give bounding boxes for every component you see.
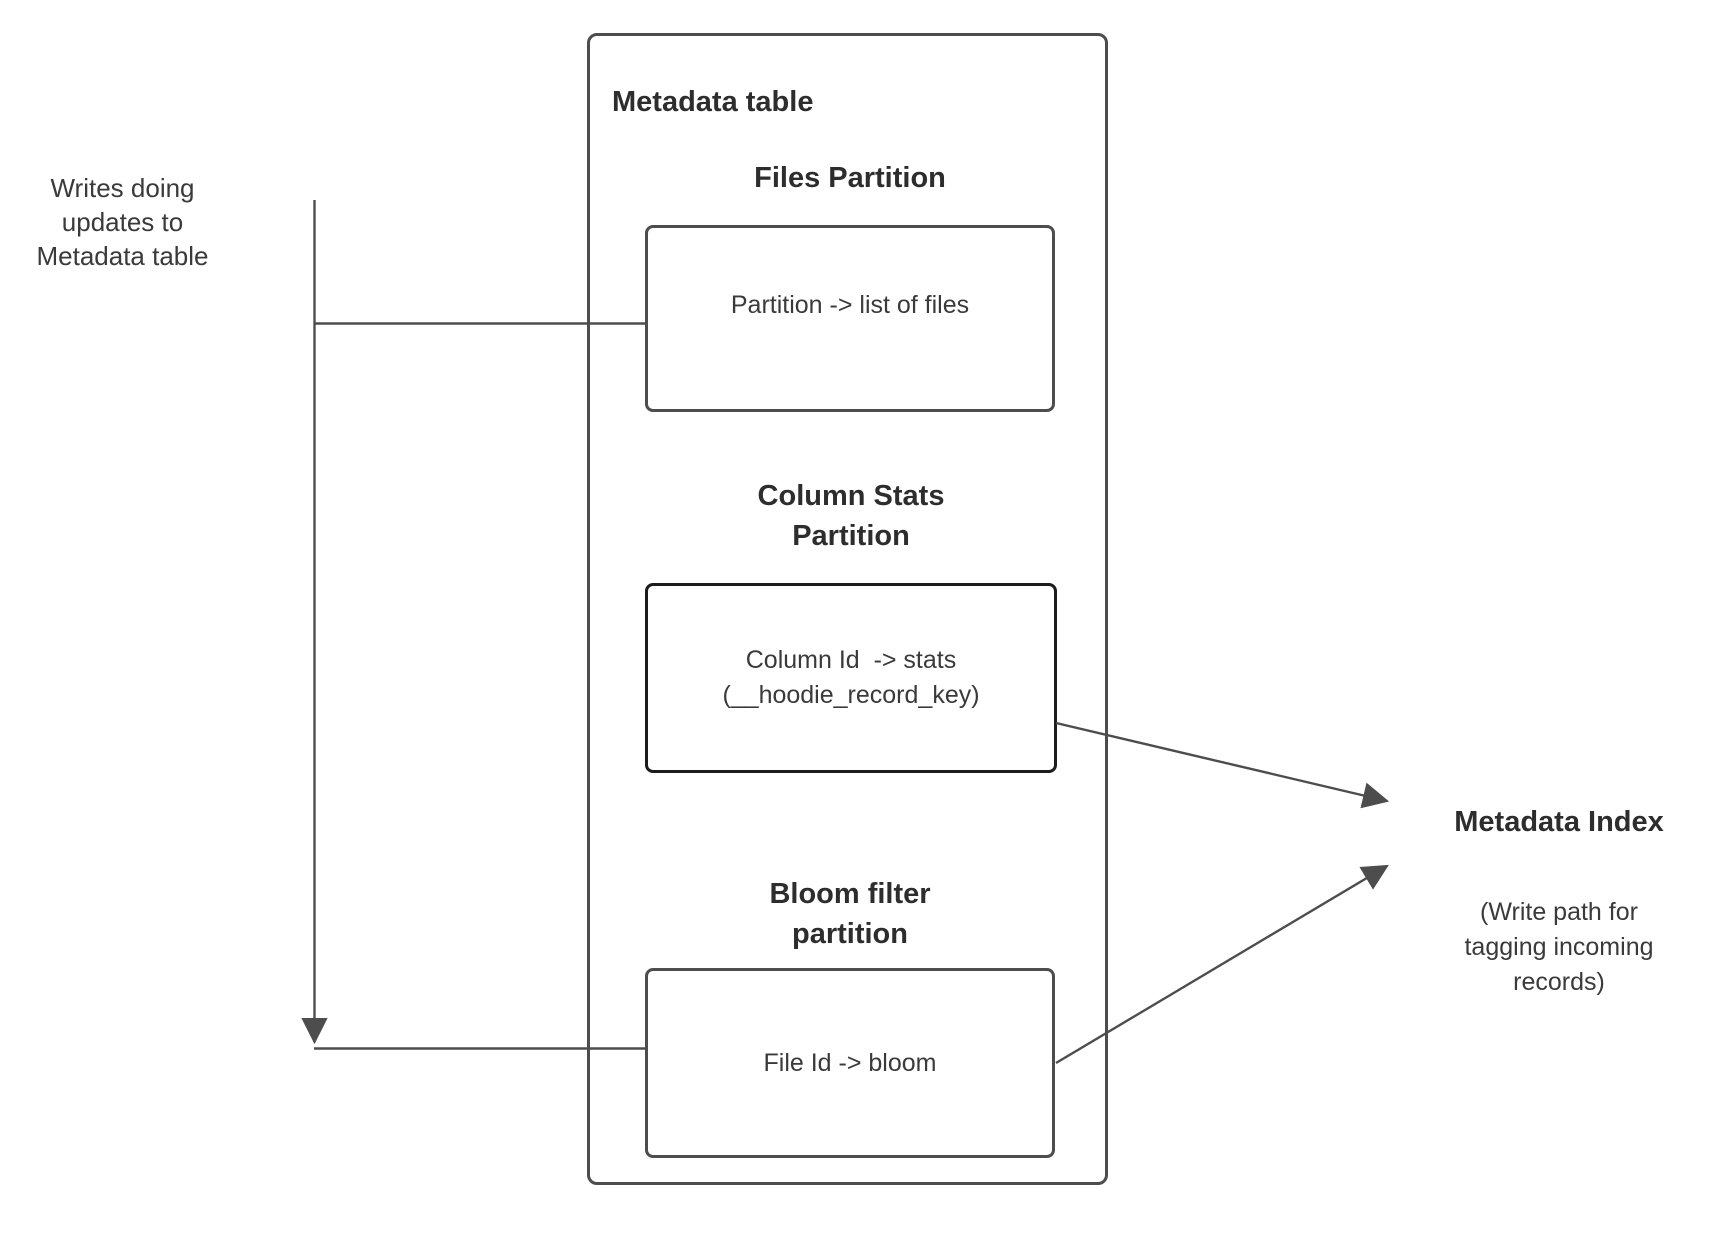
files-partition-label: Partition -> list of files [730,291,970,319]
files-partition-heading: Files Partition [754,162,946,194]
metadata-table-box [587,33,1108,1185]
bloom-filter-label: File Id -> bloom [763,1048,937,1077]
metadata-table-title: Metadata table [612,86,814,118]
metadata-index-title: Metadata Index [1454,806,1664,838]
bloom-filter-heading: Bloom filter partition [769,878,931,950]
metadata-index-caption: (Write path for tagging incoming records… [1464,898,1654,996]
column-stats-box: Column Id -> stats (__hoodie_record_key) [645,583,1057,773]
column-stats-label: Column Id -> stats (__hoodie_record_key) [722,646,980,709]
files-partition-box: Partition -> list of files [645,225,1055,412]
writes-note: Writes doing updates to Metadata table [36,173,209,271]
column-stats-heading: Column Stats Partition [757,480,945,552]
bloom-filter-box: File Id -> bloom [645,968,1055,1158]
